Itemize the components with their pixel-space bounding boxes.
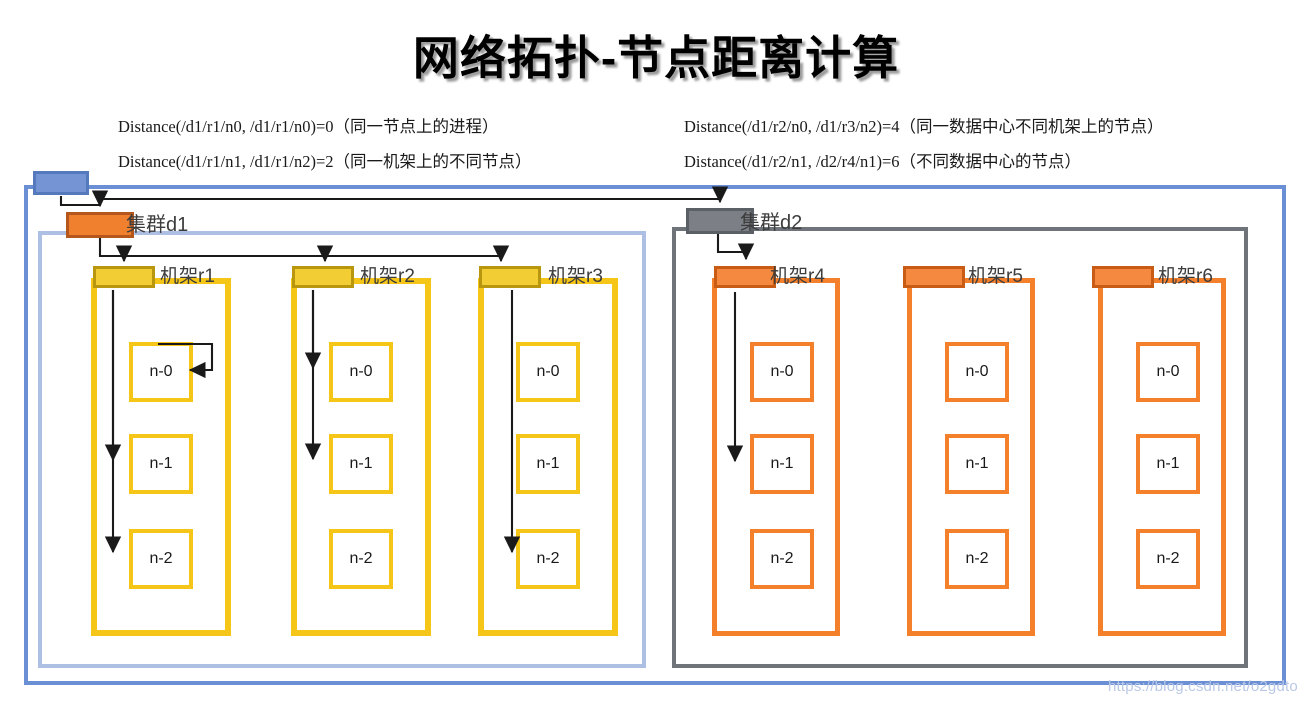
cluster-label-d2: 集群d2 (740, 212, 803, 234)
node-box-d2-r4-n-2[interactable]: n-2 (750, 529, 814, 589)
rack-container-r1 (91, 278, 231, 636)
rack-chip-r6[interactable] (1092, 266, 1154, 288)
node-box-d1-r2-n-0[interactable]: n-0 (329, 342, 393, 402)
node-box-d1-r1-n-2[interactable]: n-2 (129, 529, 193, 589)
cluster-chip-d2[interactable] (686, 208, 754, 234)
node-box-d2-r6-n-1[interactable]: n-1 (1136, 434, 1200, 494)
distance-formula-3: Distance(/d1/r2/n1, /d2/r4/n1)=6（不同数据中心的… (684, 152, 1082, 171)
cluster-container-d2 (672, 227, 1248, 668)
distance-formula-0: Distance(/d1/r1/n0, /d1/r1/n0)=0（同一节点上的进… (118, 117, 499, 136)
node-box-d2-r4-n-0[interactable]: n-0 (750, 342, 814, 402)
node-box-d2-r5-n-0[interactable]: n-0 (945, 342, 1009, 402)
node-box-d1-r3-n-1[interactable]: n-1 (516, 434, 580, 494)
page-title: 网络拓扑-节点距离计算 (412, 32, 900, 84)
rack-container-r2 (291, 278, 431, 636)
rack-label-r2: 机架r2 (360, 266, 415, 287)
node-box-d2-r6-n-2[interactable]: n-2 (1136, 529, 1200, 589)
rack-chip-r5[interactable] (903, 266, 965, 288)
rack-chip-r1[interactable] (93, 266, 155, 288)
node-box-d1-r1-n-1[interactable]: n-1 (129, 434, 193, 494)
rack-label-r5: 机架r5 (968, 266, 1023, 287)
node-box-d2-r4-n-1[interactable]: n-1 (750, 434, 814, 494)
node-box-d1-r2-n-1[interactable]: n-1 (329, 434, 393, 494)
rack-label-r6: 机架r6 (1158, 266, 1213, 287)
topology-outer-frame (24, 185, 1286, 685)
node-box-d1-r1-n-0[interactable]: n-0 (129, 342, 193, 402)
cluster-chip-d1[interactable] (66, 212, 134, 238)
distance-formula-1: Distance(/d1/r1/n1, /d1/r1/n2)=2（同一机架上的不… (118, 152, 532, 171)
root-switch-node[interactable] (33, 171, 89, 195)
watermark: https://blog.csdn.net/o2gdto (1108, 678, 1298, 695)
rack-label-r1: 机架r1 (160, 266, 215, 287)
node-box-d1-r3-n-0[interactable]: n-0 (516, 342, 580, 402)
rack-container-r6 (1098, 278, 1226, 636)
rack-chip-r2[interactable] (292, 266, 354, 288)
node-box-d1-r2-n-2[interactable]: n-2 (329, 529, 393, 589)
node-box-d2-r6-n-0[interactable]: n-0 (1136, 342, 1200, 402)
cluster-container-d1 (38, 231, 646, 668)
rack-container-r4 (712, 278, 840, 636)
node-box-d1-r3-n-2[interactable]: n-2 (516, 529, 580, 589)
rack-container-r5 (907, 278, 1035, 636)
node-box-d2-r5-n-1[interactable]: n-1 (945, 434, 1009, 494)
cluster-label-d1: 集群d1 (126, 214, 189, 236)
rack-label-r3: 机架r3 (548, 266, 603, 287)
rack-chip-r3[interactable] (479, 266, 541, 288)
distance-formula-2: Distance(/d1/r2/n0, /d1/r3/n2)=4（同一数据中心不… (684, 117, 1164, 136)
rack-chip-r4[interactable] (714, 266, 776, 288)
rack-label-r4: 机架r4 (770, 266, 825, 287)
rack-container-r3 (478, 278, 618, 636)
node-box-d2-r5-n-2[interactable]: n-2 (945, 529, 1009, 589)
